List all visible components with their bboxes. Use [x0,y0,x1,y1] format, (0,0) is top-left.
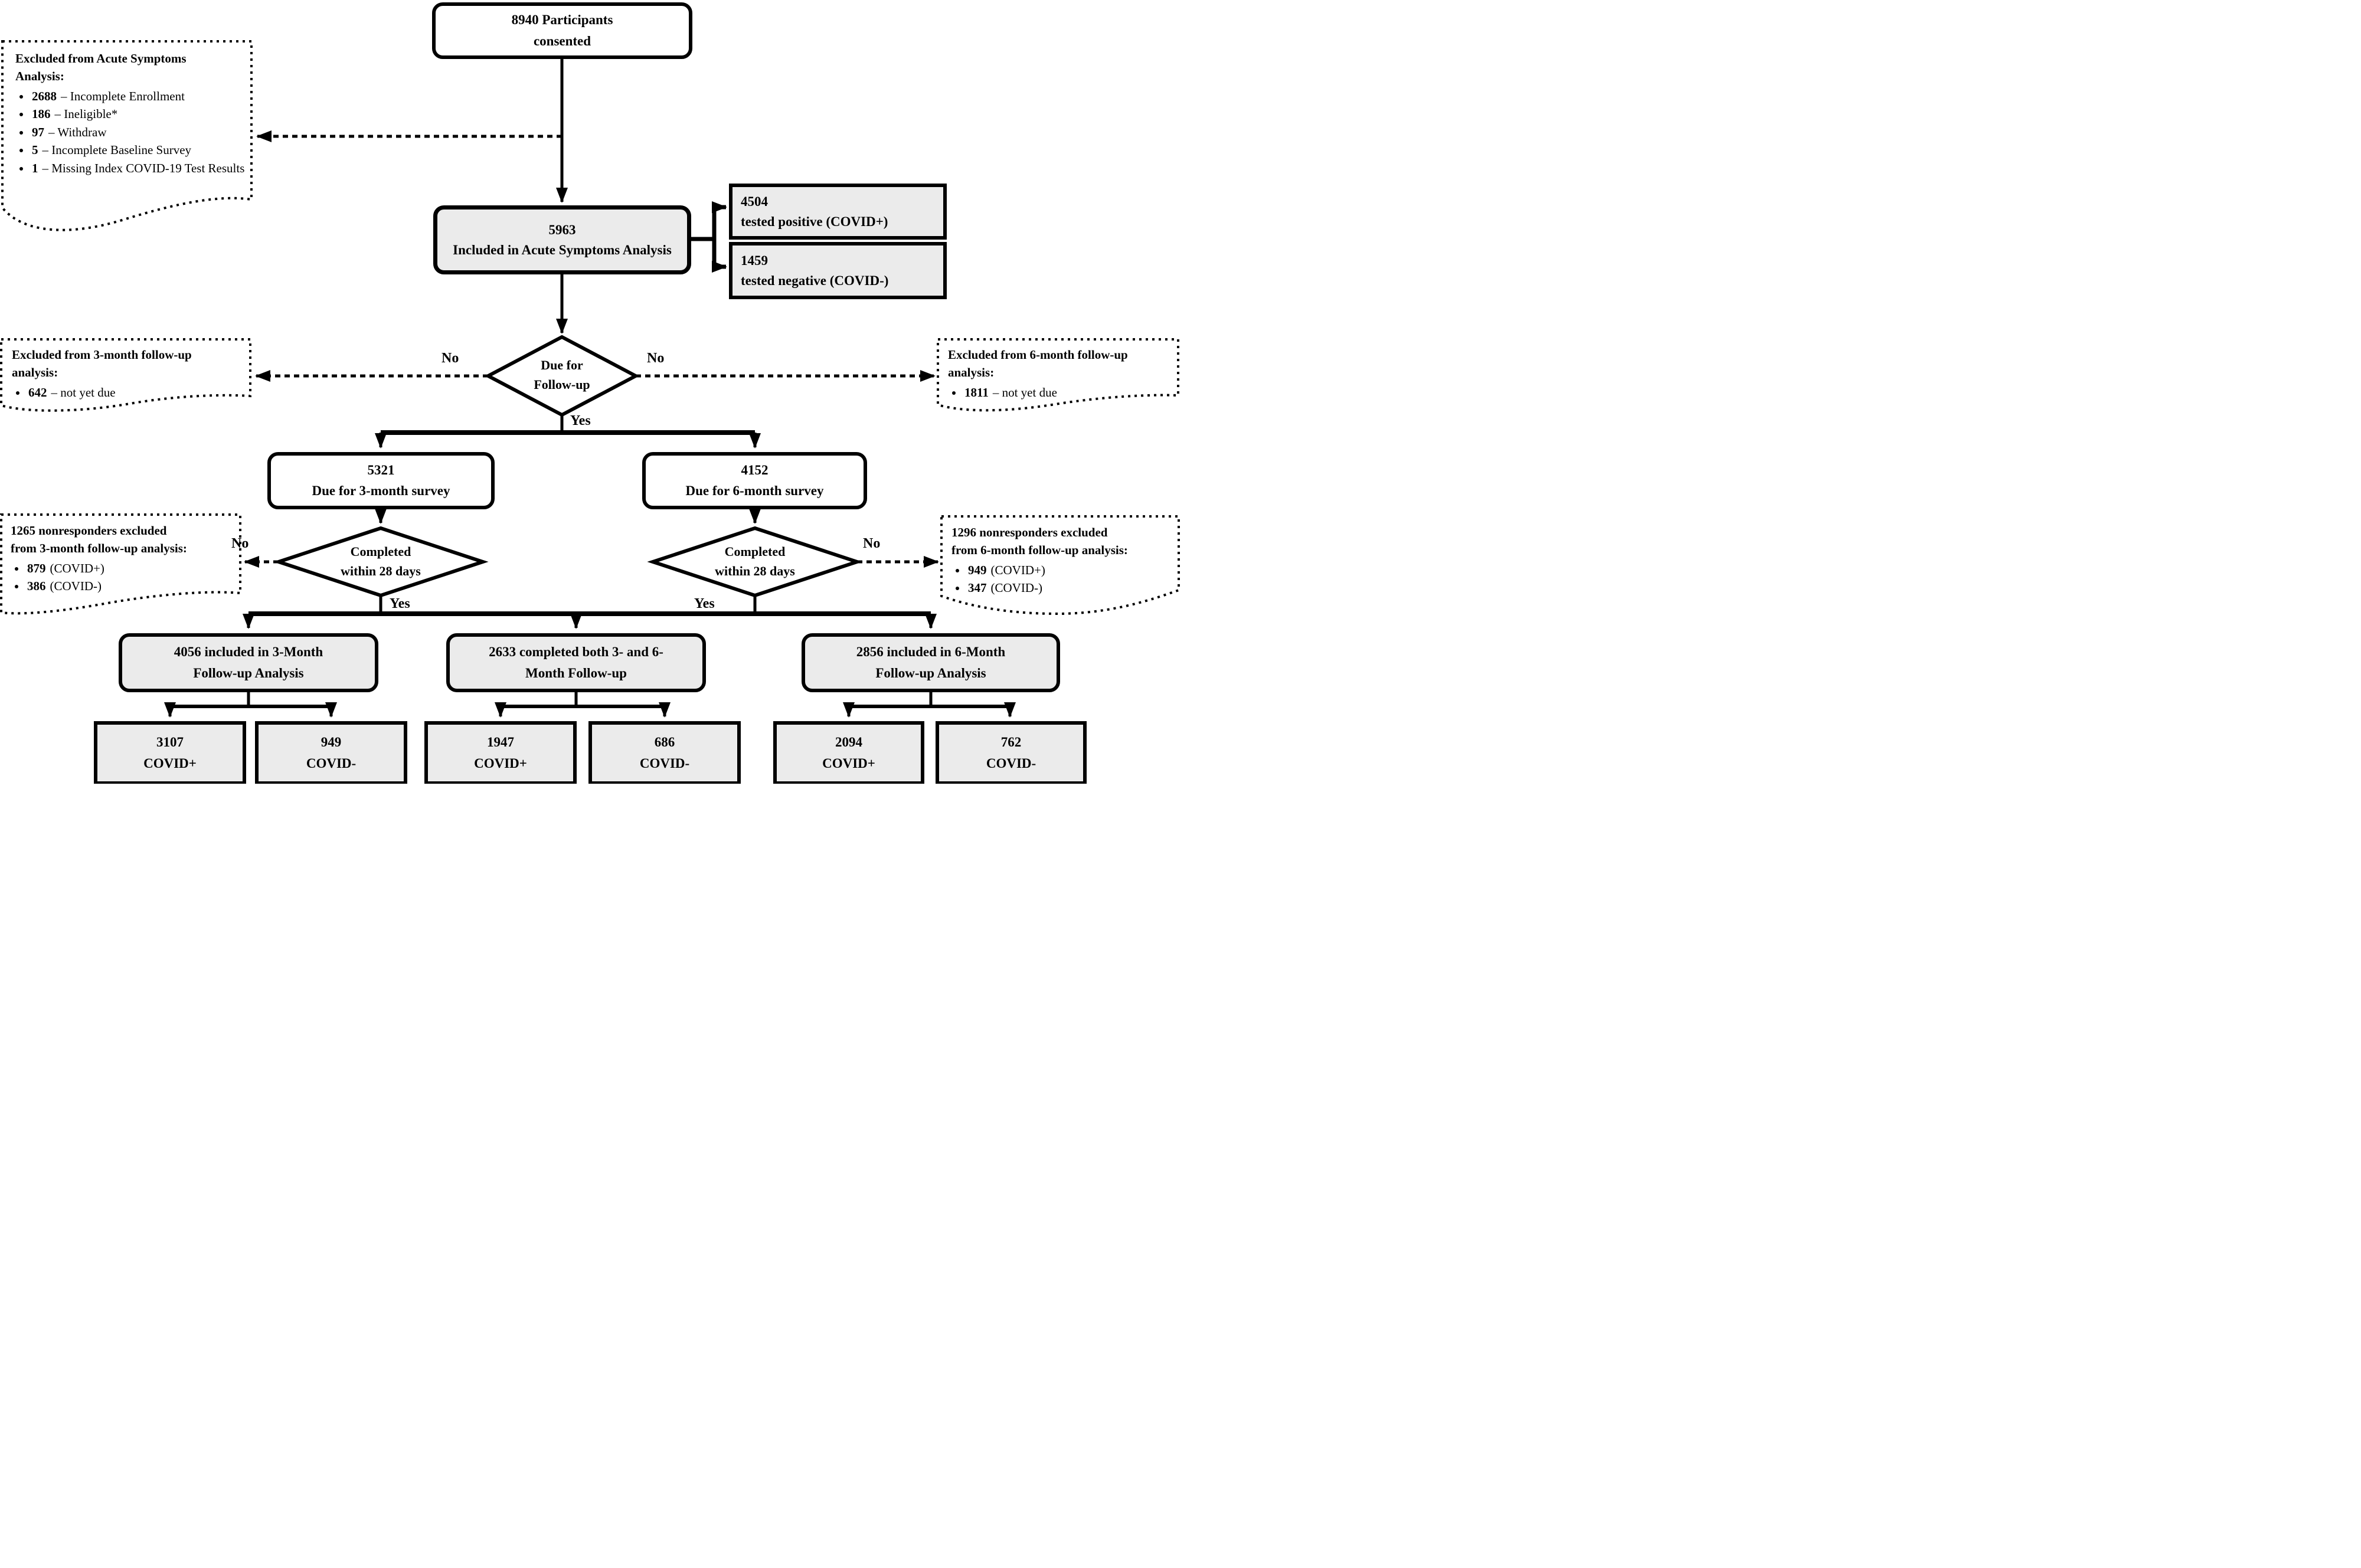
nonresponders-3mo-note: 1265 nonresponders excluded from 3-month… [11,522,235,595]
excluded-6mo-list: 1811– not yet due [948,384,1176,401]
due-for-followup-diamond [484,335,640,417]
list-item: 949(COVID+) [967,561,1177,579]
solid-connectors [164,59,1016,718]
list-item: 642– not yet due [27,384,243,401]
excluded-acute-list: 2688– Incomplete Enrollment 186– Ineligi… [15,87,247,177]
list-item: 2688– Incomplete Enrollment [31,87,247,105]
tested-positive-box: 4504 tested positive (COVID+) [729,184,947,240]
no-label-28d-3mo: No [231,536,249,551]
no-label-28d-6mo: No [863,536,881,551]
list-item: 1811– not yet due [963,384,1176,401]
both-followup-box: 2633 completed both 3- and 6- Month Foll… [446,633,706,692]
followup-6mo-analysis-box: 2856 included in 6-Month Follow-up Analy… [802,633,1060,692]
tested-negative-box: 1459 tested negative (COVID-) [729,242,947,299]
covid-neg-3mo-box: 949 COVID- [255,721,407,784]
excluded-6mo-note: Excluded from 6-month follow-up analysis… [948,346,1176,401]
yes-label-28d-3mo: Yes [390,596,410,611]
yes-label-followup: Yes [570,413,591,428]
connector-layer [0,40,1180,718]
list-item: 5– Incomplete Baseline Survey [31,141,247,159]
consented-box: 8940 Participants consented [432,2,692,59]
excluded-6mo-outline [937,338,1179,412]
excluded-3mo-outline [0,338,251,412]
covid-neg-6mo-box: 762 COVID- [936,721,1087,784]
list-item: 347(COVID-) [967,579,1177,597]
due-6mo-survey-box: 4152 Due for 6-month survey [642,452,867,509]
covid-pos-6mo-box: 2094 COVID+ [773,721,924,784]
yes-label-28d-6mo: Yes [694,596,715,611]
list-item: 879(COVID+) [26,559,235,577]
covid-pos-both-box: 1947 COVID+ [424,721,577,784]
excluded-3mo-list: 642– not yet due [12,384,243,401]
no-label-followup-left: No [442,351,459,366]
nonresponders-3mo-outline [0,513,241,615]
nonresponders-6mo-outline [940,515,1180,616]
list-item: 1– Missing Index COVID-19 Test Results [31,159,247,177]
completed-28d-6mo-diamond [647,526,863,598]
covid-pos-3mo-box: 3107 COVID+ [94,721,246,784]
followup-3mo-analysis-box: 4056 included in 3-Month Follow-up Analy… [119,633,378,692]
decision-diamonds [273,335,863,598]
participant-flow-diagram: Due for Follow-up Completed within 28 da… [0,0,1180,784]
excluded-3mo-note: Excluded from 3-month follow-up analysis… [12,346,243,401]
torn-note-outlines [0,40,1180,616]
due-3mo-survey-box: 5321 Due for 3-month survey [267,452,495,509]
nonresponders-6mo-note: 1296 nonresponders excluded from 6-month… [951,523,1177,597]
excluded-acute-note: Excluded from Acute Symptoms Analysis: 2… [15,50,247,177]
list-item: 386(COVID-) [26,577,235,595]
nonresponders-3mo-list: 879(COVID+) 386(COVID-) [11,559,235,595]
dotted-connectors [244,130,939,568]
nonresponders-6mo-list: 949(COVID+) 347(COVID-) [951,561,1177,597]
included-acute-box: 5963 Included in Acute Symptoms Analysis [433,205,691,274]
excluded-acute-outline [1,40,253,231]
list-item: 97– Withdraw [31,123,247,141]
list-item: 186– Ineligible* [31,105,247,123]
no-label-followup-right: No [647,351,665,366]
covid-neg-both-box: 686 COVID- [588,721,741,784]
completed-28d-3mo-diamond [273,526,489,598]
